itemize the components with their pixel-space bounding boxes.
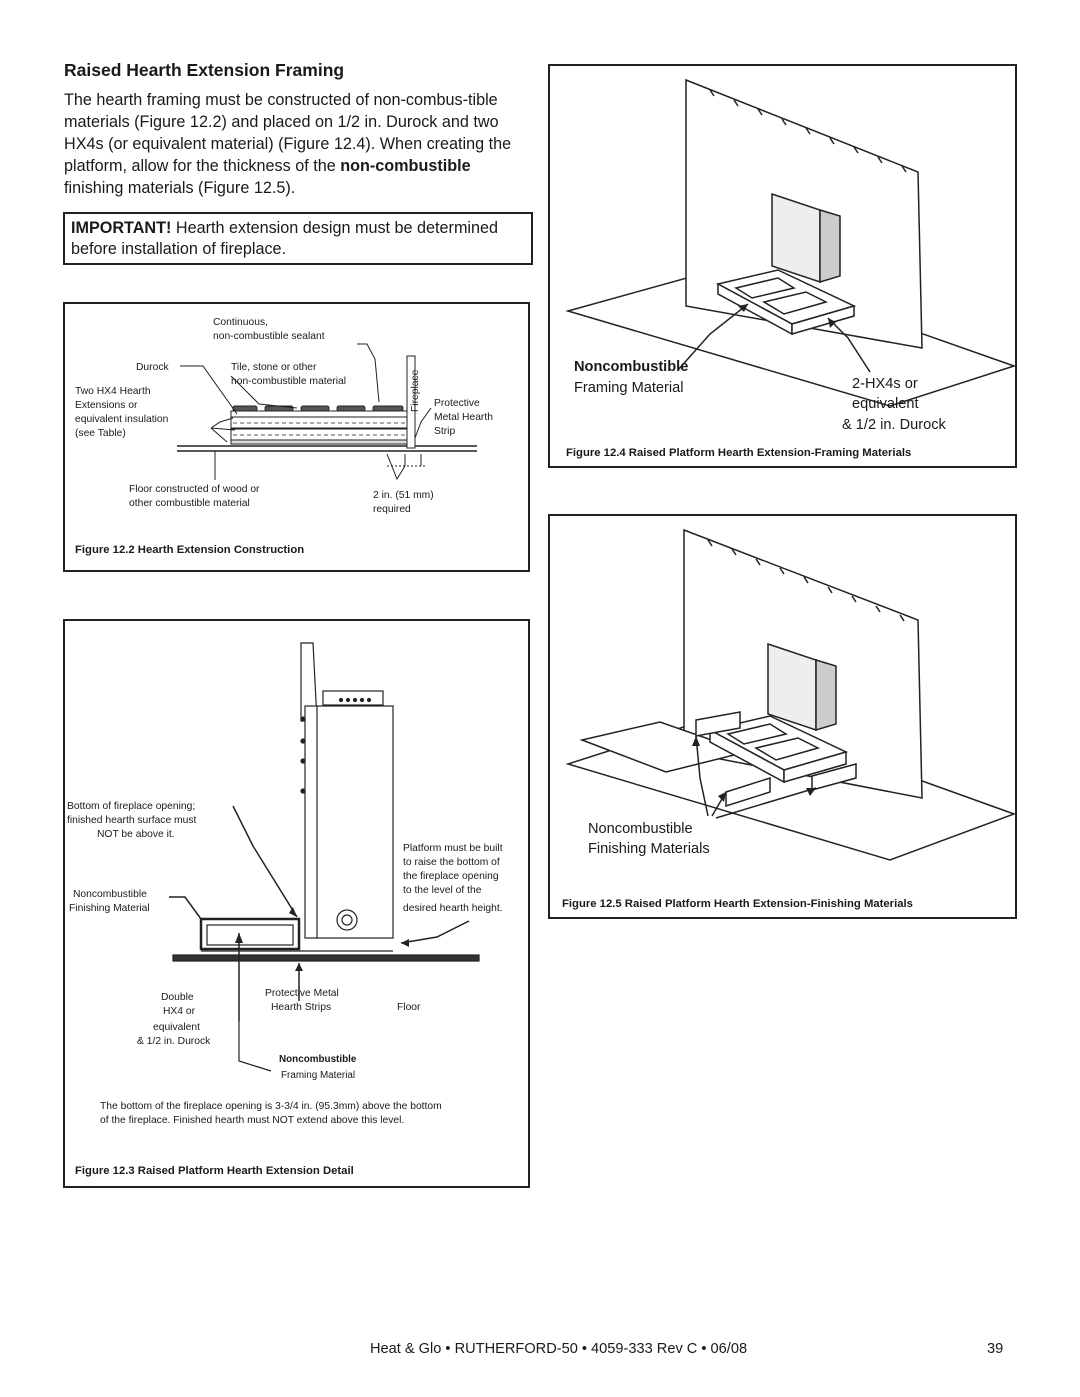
label-hx4s-1: 2-HX4s or	[852, 376, 918, 392]
label-noncombustible: Noncombustible	[588, 821, 693, 837]
label-hx4s-3: & 1/2 in. Durock	[842, 417, 946, 433]
label-platform-4: to the level of the	[403, 885, 482, 896]
label-platform-5: desired hearth height.	[403, 903, 503, 914]
important-notice: IMPORTANT! Hearth extension design must …	[63, 212, 533, 265]
label-platform-3: the fireplace opening	[403, 871, 499, 882]
hearth-extension-cross-section: Continuous, non-combustible sealant Duro…	[75, 317, 493, 515]
label-bottom-2: finished hearth surface must	[67, 815, 196, 826]
label-framing-material: Framing Material	[574, 380, 684, 396]
label-strip-1: Protective	[434, 398, 480, 409]
label-bottom-1: Bottom of fireplace opening;	[67, 801, 195, 812]
important-label: IMPORTANT!	[71, 219, 172, 237]
figure-12-4-caption: Figure 12.4 Raised Platform Hearth Exten…	[566, 447, 912, 459]
figure-12-3-caption: Figure 12.3 Raised Platform Hearth Exten…	[75, 1165, 354, 1177]
label-required-2: required	[373, 504, 411, 515]
label-required-1: 2 in. (51 mm)	[373, 490, 434, 501]
label-strip-3: Strip	[434, 426, 455, 437]
figure-12-2-caption: Figure 12.2 Hearth Extension Constructio…	[75, 544, 305, 556]
figure-12-5-caption: Figure 12.5 Raised Platform Hearth Exten…	[562, 898, 913, 910]
label-strip-2: Metal Hearth	[434, 412, 493, 423]
label-tile-2: non-combustible material	[231, 376, 346, 387]
label-hx4-2: Extensions or	[75, 400, 138, 411]
important-text: Hearth extension design must be determin…	[71, 219, 499, 258]
label-framing-1: Noncombustible	[279, 1054, 357, 1065]
label-sealant-1: Continuous,	[213, 317, 268, 328]
figure-12-2: Continuous, non-combustible sealant Duro…	[63, 302, 530, 572]
label-finish-1: Noncombustible	[73, 889, 147, 900]
label-strips-2: Hearth Strips	[271, 1002, 331, 1013]
figure-12-3: Bottom of fireplace opening; finished he…	[63, 619, 530, 1188]
label-sealant-2: non-combustible sealant	[213, 331, 325, 342]
label-note-2: of the fireplace. Finished hearth must N…	[100, 1115, 404, 1126]
label-double-2: HX4 or	[163, 1006, 196, 1017]
figure-12-4: Noncombustible Framing Material 2-HX4s o…	[548, 64, 1017, 468]
intro-text-1: The hearth framing must be constructed o…	[64, 91, 512, 175]
finishing-materials-illustration	[565, 528, 1015, 861]
label-double-1: Double	[161, 992, 194, 1003]
label-floor-1: Floor constructed of wood or	[129, 484, 260, 495]
framing-materials-illustration	[565, 78, 1015, 407]
label-finish-2: Finishing Material	[69, 903, 150, 914]
intro-text-2: finishing materials (Figure 12.5).	[64, 179, 296, 197]
figure-12-5: Noncombustible Finishing Materials Figur…	[548, 514, 1017, 919]
page-number: 39	[987, 1341, 1004, 1357]
label-double-3: equivalent	[153, 1022, 200, 1033]
intro-paragraph: The hearth framing must be constructed o…	[64, 89, 528, 199]
label-floor-2: other combustible material	[129, 498, 250, 509]
label-strips-1: Protective Metal	[265, 988, 339, 999]
label-bottom-3: NOT be above it.	[97, 829, 175, 840]
label-tile-1: Tile, stone or other	[231, 362, 317, 373]
label-fireplace: Fireplace	[410, 369, 421, 412]
label-hx4-1: Two HX4 Hearth	[75, 386, 151, 397]
label-hx4-4: (see Table)	[75, 428, 126, 439]
intro-bold: non-combustible	[340, 157, 471, 175]
label-durock: Durock	[136, 362, 169, 373]
label-note-1: The bottom of the fireplace opening is 3…	[100, 1101, 442, 1112]
raised-platform-detail-drawing: Bottom of fireplace opening; finished he…	[67, 642, 503, 1126]
label-floor: Floor	[397, 1002, 421, 1013]
label-hx4s-2: equivalent	[852, 396, 919, 412]
label-framing-2: Framing Material	[281, 1070, 355, 1081]
label-double-4: & 1/2 in. Durock	[137, 1036, 211, 1047]
label-platform-1: Platform must be built	[403, 843, 503, 854]
label-finishing-materials: Finishing Materials	[588, 841, 710, 857]
label-noncombustible: Noncombustible	[574, 359, 689, 375]
section-title: Raised Hearth Extension Framing	[64, 60, 345, 80]
label-hx4-3: equivalent insulation	[75, 414, 169, 425]
page-footer: Heat & Glo • RUTHERFORD-50 • 4059-333 Re…	[370, 1341, 748, 1357]
label-platform-2: to raise the bottom of	[403, 857, 500, 868]
